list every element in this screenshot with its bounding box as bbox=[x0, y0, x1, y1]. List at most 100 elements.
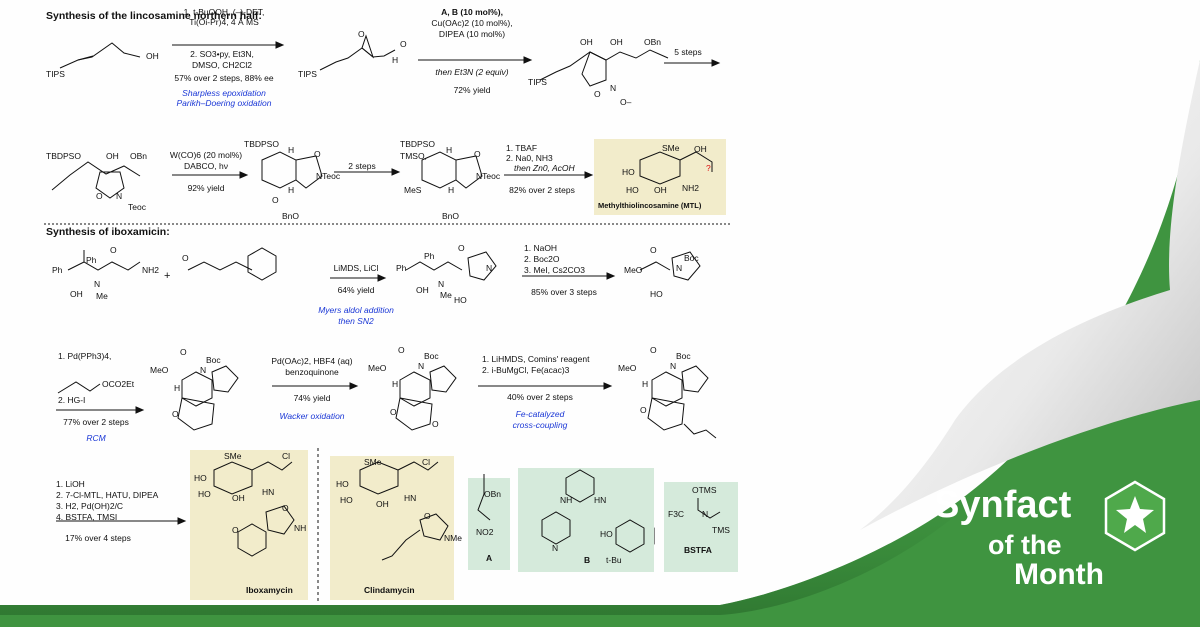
atom-label: OH bbox=[654, 185, 667, 195]
atom-label: Ph bbox=[86, 255, 97, 265]
atom-label: O bbox=[640, 405, 647, 415]
atom-label: O bbox=[594, 89, 601, 99]
atom-label: NTeoc bbox=[476, 171, 501, 181]
bond-sm1 bbox=[59, 42, 141, 69]
atom-label: O bbox=[282, 503, 289, 513]
atom-label: MeO bbox=[150, 365, 169, 375]
atom-label: HO bbox=[194, 473, 207, 483]
atom-label: Boc bbox=[684, 253, 699, 263]
atom-label: OBn bbox=[130, 151, 148, 161]
atom-label: H bbox=[392, 379, 399, 389]
condition-text: 4. BSTFA, TMSI bbox=[56, 512, 118, 522]
label-B: B bbox=[584, 555, 591, 565]
heading-lincosamine: Synthesis of the lincosamine northern ha… bbox=[46, 10, 262, 22]
atom-label: NH2 bbox=[142, 265, 160, 275]
atom-label: HO bbox=[626, 185, 639, 195]
condition-text: 1. t-BuOOH, (–)-DET, bbox=[183, 7, 265, 17]
atom-label: N bbox=[486, 263, 493, 273]
atom-label: MeS bbox=[404, 185, 422, 195]
atom-label: N bbox=[200, 365, 207, 375]
box-B bbox=[518, 468, 654, 572]
atom-label: O bbox=[390, 407, 397, 417]
atom-label: O bbox=[180, 347, 187, 357]
condition-text: benzoquinone bbox=[285, 367, 339, 377]
method-note: Wacker oxidation bbox=[279, 411, 345, 421]
atom-label: TBDPSO bbox=[46, 151, 81, 161]
condition-text: Cu(OAc)2 (10 mol%), bbox=[431, 18, 513, 28]
atom-label: Me bbox=[440, 290, 452, 300]
isoxazoline-ring bbox=[581, 51, 607, 87]
atom-label: TIPS bbox=[298, 69, 317, 79]
condition-text: 1. Pd(PPh3)4, bbox=[58, 351, 112, 361]
box-A bbox=[468, 478, 510, 570]
atom-label: HO bbox=[650, 289, 663, 299]
atom-label: O bbox=[358, 29, 365, 39]
page-curl bbox=[860, 60, 1200, 530]
atom-label: O bbox=[398, 345, 405, 355]
atom-label: O bbox=[474, 149, 481, 159]
atom-label: HO bbox=[454, 295, 467, 305]
synfact-star-icon bbox=[1104, 480, 1166, 552]
atom-label: OTMS bbox=[692, 485, 717, 495]
condition-text: 2. HG-I bbox=[58, 395, 86, 405]
condition-text: 2. Na0, NH3 bbox=[506, 153, 553, 163]
atom-label: OH bbox=[694, 144, 707, 154]
atom-label: N bbox=[116, 191, 123, 201]
atom-label: OH bbox=[146, 51, 159, 61]
atom-label: OH bbox=[580, 37, 593, 47]
atom-label: Ph bbox=[424, 251, 435, 261]
condition-text: DMSO, CH2Cl2 bbox=[192, 60, 252, 70]
atom-label: O bbox=[650, 345, 657, 355]
atom-label: Cl bbox=[282, 451, 291, 461]
condition-text: 40% over 2 steps bbox=[507, 392, 573, 402]
atom-label: N bbox=[94, 279, 101, 289]
iboxamycin-label: Iboxamycin bbox=[246, 585, 293, 595]
atom-label: OH bbox=[106, 151, 119, 161]
atom-label: NH bbox=[294, 523, 307, 533]
atom-label: N bbox=[438, 279, 445, 289]
atom-label: H bbox=[288, 185, 295, 195]
atom-label: Ph bbox=[52, 265, 63, 275]
atom-label: NH bbox=[560, 495, 573, 505]
atom-label: Teoc bbox=[128, 202, 146, 212]
condition-text: 3. MeI, Cs2CO3 bbox=[524, 265, 585, 275]
mtl-label: Methylthiolincosamine (MTL) bbox=[598, 201, 702, 210]
condition-text: 17% over 4 steps bbox=[65, 533, 131, 543]
atom-label: HN bbox=[594, 495, 607, 505]
method-note: RCM bbox=[86, 433, 106, 443]
atom-label: HO bbox=[340, 495, 353, 505]
label-A: A bbox=[486, 553, 493, 563]
condition-text: 2. SO3•py, Et3N, bbox=[190, 49, 254, 59]
method-note: cross-coupling bbox=[512, 420, 568, 430]
atom-label: OH bbox=[376, 499, 389, 509]
atom-label: TMSO, bbox=[400, 151, 427, 161]
condition-text: A, B (10 mol%), bbox=[441, 7, 503, 17]
condition-text: DABCO, hν bbox=[184, 161, 228, 171]
atom-label: HO bbox=[600, 529, 613, 539]
method-note: Fe-catalyzed bbox=[515, 409, 565, 419]
atom-label: N bbox=[552, 543, 559, 553]
method-note: then SN2 bbox=[338, 316, 374, 326]
epoxide-ring bbox=[361, 34, 375, 59]
atom-label: TMS bbox=[712, 525, 730, 535]
condition-text: DIPEA (10 mol%) bbox=[438, 29, 506, 39]
box-BSTFA bbox=[664, 482, 738, 572]
brand-month: Month bbox=[1014, 558, 1104, 591]
atom-label: O bbox=[110, 245, 117, 255]
method-note: Myers aldol addition bbox=[318, 305, 394, 315]
atom-label: HO bbox=[198, 489, 211, 499]
label-bstfa: BSTFA bbox=[684, 545, 712, 555]
atom-label: BnO bbox=[442, 211, 460, 221]
atom-label: O bbox=[314, 149, 321, 159]
atom-label: TIPS bbox=[46, 69, 65, 79]
atom-label: TBDPSO bbox=[400, 139, 435, 149]
atom-label: HO bbox=[336, 479, 349, 489]
condition-text: 57% over 2 steps, 88% ee bbox=[174, 73, 274, 83]
atom-label: F3C bbox=[668, 509, 685, 519]
atom-label: N bbox=[418, 361, 425, 371]
atom-label: SMe bbox=[364, 457, 382, 467]
condition-text: 1. NaOH bbox=[524, 243, 558, 253]
condition-text: 2 steps bbox=[348, 161, 376, 171]
atom-label: Boc bbox=[676, 351, 691, 361]
